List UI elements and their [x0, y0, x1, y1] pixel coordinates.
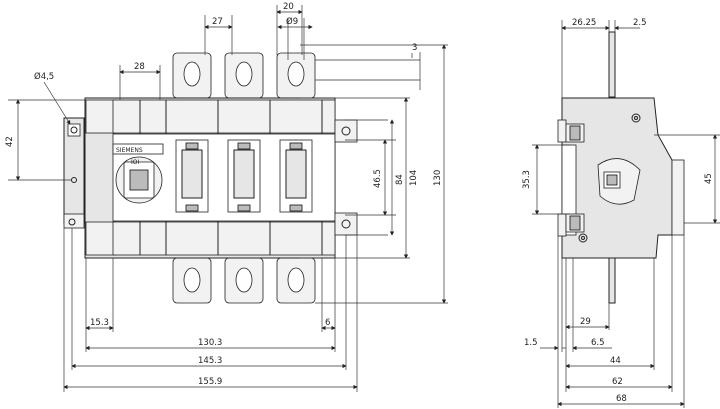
brand-label: SIEMENS [116, 147, 143, 154]
pole-windows [175, 139, 313, 213]
dim-62-label: 62 [612, 377, 623, 387]
dim-dia4-5-label: Ø4,5 [34, 71, 54, 82]
dim-145-3-label: 145.3 [198, 356, 222, 366]
bottom-terminals [172, 257, 316, 304]
dim-26-25-label: 26.25 [572, 18, 596, 28]
dim-6-5-label: 6.5 [591, 338, 605, 348]
dim-46-5-label: 46.5 [373, 169, 383, 188]
handle-label: IOI [131, 159, 139, 166]
side-dim-35-3: 35.3 [522, 144, 570, 215]
dim-terminal: 20 Ø9 [276, 2, 313, 60]
dim-155-9-label: 155.9 [198, 377, 222, 387]
dim-84-label: 84 [395, 174, 405, 185]
side-view: 26.25 2.5 35.3 45 [522, 18, 720, 408]
side-dim-1-5: 1.5 [524, 338, 566, 351]
dim-6-label: 6 [325, 318, 330, 328]
dim-45-label: 45 [704, 173, 714, 184]
dim-104: 104 [403, 97, 419, 259]
dim-2-5-label: 2.5 [633, 18, 647, 28]
dim-145-3: 145.3 [71, 356, 347, 369]
side-handle [597, 158, 641, 205]
side-dim-44: 44 [565, 356, 655, 369]
dim-35-3-label: 35.3 [522, 170, 532, 189]
dim-42-label: 42 [5, 136, 15, 147]
top-terminals [172, 52, 316, 99]
dim-130-label: 130 [433, 170, 443, 186]
dim-130-3: 130.3 [85, 338, 336, 351]
dim-3-label: 3 [412, 43, 417, 53]
dim-20-label: 20 [283, 2, 294, 12]
handle: SIEMENS IOI [112, 143, 164, 204]
dim-42: 42 [5, 99, 86, 181]
dim-handle-offset: 28 [119, 62, 161, 100]
side-top-dims: 26.25 2.5 [561, 18, 647, 98]
front-leaders [300, 44, 448, 304]
dim-28-label: 28 [134, 62, 145, 72]
dim-130-3-label: 130.3 [198, 338, 222, 348]
left-mounting-plate [63, 117, 85, 229]
dim-155-9: 155.9 [63, 377, 358, 390]
dim-15-3-label: 15.3 [90, 318, 109, 328]
dim-104-label: 104 [409, 170, 419, 186]
dim-pole-pitch: 27 [204, 15, 233, 55]
right-mounting-lugs [334, 119, 358, 236]
dim-130: 130 [433, 44, 447, 304]
front-bottom-extensions [63, 228, 358, 392]
front-view: SIEMENS IOI [5, 2, 448, 392]
dim-46-5: 46.5 [373, 139, 388, 216]
dim-3: 3 [411, 43, 417, 58]
dim-dia9-label: Ø9 [286, 16, 298, 27]
side-dim-6-5: 6.5 [572, 338, 612, 351]
side-dim-68: 68 [557, 394, 685, 407]
side-dim-45: 45 [654, 134, 720, 224]
dim-15-3: 15.3 [85, 318, 114, 331]
side-dim-62: 62 [565, 377, 673, 390]
dim-1-5-label: 1.5 [524, 338, 538, 348]
dim-68-label: 68 [616, 394, 627, 404]
dim-29-label: 29 [580, 317, 591, 327]
dim-27-label: 27 [212, 17, 223, 27]
dim-bolt-hole: Ø4,5 [34, 71, 71, 125]
side-dim-29: 29 [565, 317, 610, 330]
dim-84: 84 [389, 119, 405, 236]
dim-6: 6 [321, 318, 336, 331]
dim-44-label: 44 [610, 356, 621, 366]
